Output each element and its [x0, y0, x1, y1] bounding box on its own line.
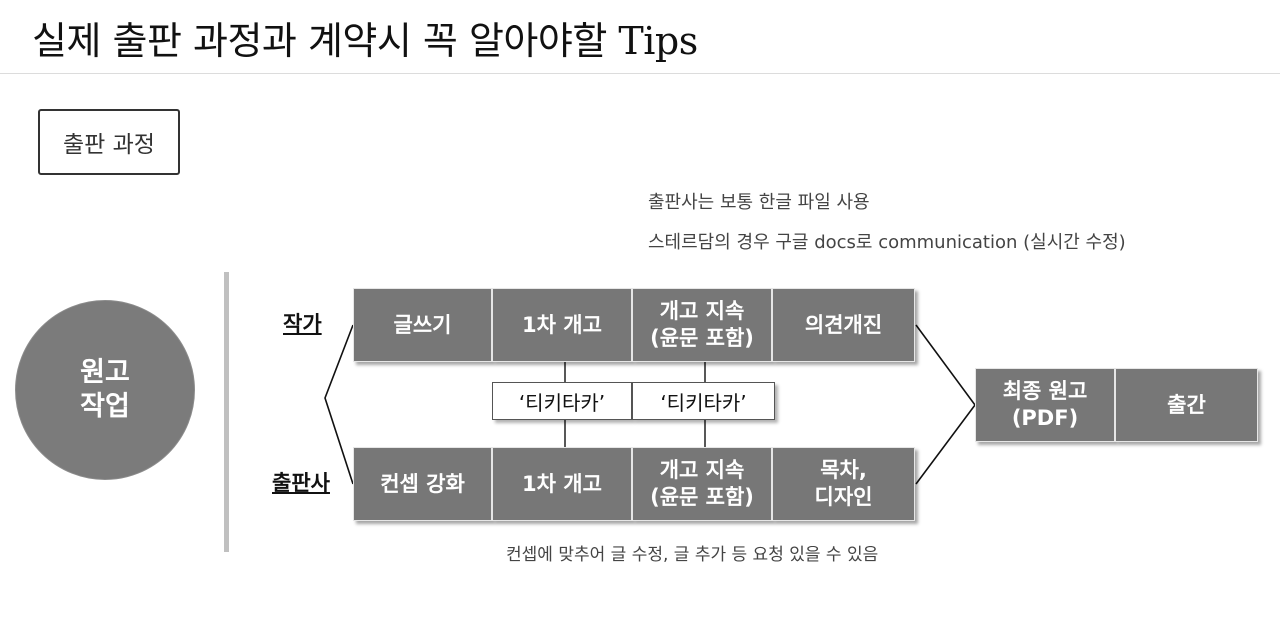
note-concept-fit: 컨셉에 맞추어 글 수정, 글 추가 등 요청 있을 수 있음	[506, 545, 879, 565]
manuscript-circle-label: 원고 작업	[80, 357, 130, 422]
publication-box: 출간	[1115, 368, 1258, 442]
author-row-label: 작가	[283, 312, 322, 336]
tiki-taka-box: ‘티키타카’	[492, 382, 632, 420]
section-tag: 출판 과정	[38, 109, 180, 175]
publisher-row-label: 출판사	[272, 471, 330, 495]
page-title: 실제 출판 과정과 계약시 꼭 알아야할 Tips	[32, 19, 698, 63]
manuscript-circle: 원고 작업	[15, 300, 195, 480]
publisher-step-concept: 컨셉 강화	[353, 447, 492, 521]
author-step-writing: 글쓰기	[353, 288, 492, 362]
note-steradam: 스테르담의 경우 구글 docs로 communication (실시간 수정)	[648, 232, 1126, 253]
title-divider	[0, 73, 1280, 74]
note-publisher-tool: 출판사는 보통 한글 파일 사용	[648, 192, 870, 213]
author-step-ongoing-revision: 개고 지속 (윤문 포함)	[632, 288, 772, 362]
tiki-taka-box: ‘티키타카’	[632, 382, 775, 420]
author-step-feedback: 의견개진	[772, 288, 915, 362]
publisher-step-ongoing-revision: 개고 지속 (윤문 포함)	[632, 447, 772, 521]
left-bracket-line	[324, 324, 354, 485]
final-manuscript-box: 최종 원고 (PDF)	[975, 368, 1115, 442]
publisher-step-first-revision: 1차 개고	[492, 447, 632, 521]
publisher-step-toc-design: 목차, 디자인	[772, 447, 915, 521]
vertical-divider	[224, 272, 229, 552]
right-bracket-line	[915, 324, 976, 485]
author-step-first-revision: 1차 개고	[492, 288, 632, 362]
